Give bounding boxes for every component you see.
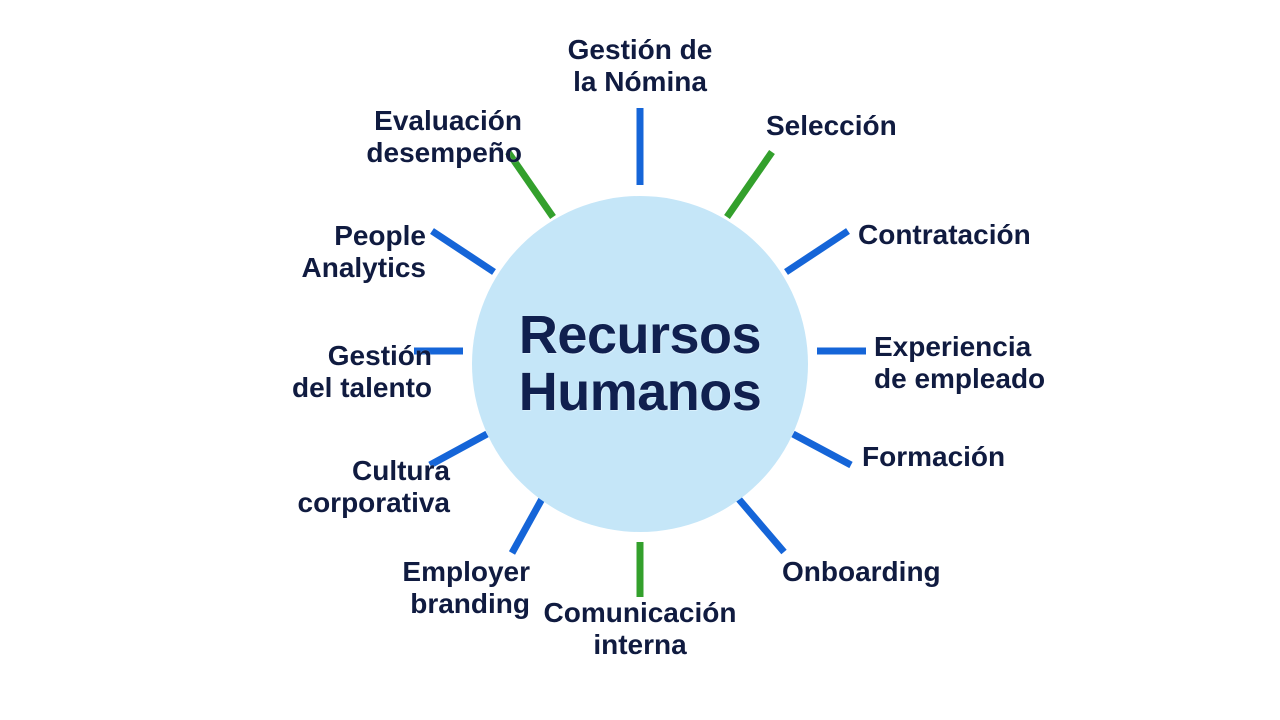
- spoke-seleccion: [724, 150, 775, 219]
- node-label-comunicacion-interna[interactable]: Comunicación interna: [543, 597, 737, 660]
- spoke-cultura-corporativa: [428, 430, 489, 469]
- center-node[interactable]: Recursos Humanos: [472, 196, 808, 532]
- spoke-evaluacion-desempeno: [505, 150, 556, 219]
- spoke-people-analytics: [430, 228, 496, 275]
- center-node-label: Recursos Humanos: [518, 304, 762, 422]
- node-label-employer-branding[interactable]: Employer branding: [402, 556, 530, 619]
- spoke-onboarding: [734, 494, 787, 555]
- node-label-contratacion[interactable]: Contratación: [858, 219, 1031, 250]
- node-label-gestion-del-talento[interactable]: Gestión del talento: [291, 340, 432, 403]
- node-label-gestion-de-la-nomina[interactable]: Gestión de la Nómina: [567, 34, 713, 97]
- node-label-seleccion[interactable]: Selección: [766, 110, 897, 141]
- spoke-contratacion: [784, 228, 850, 275]
- node-label-people-analytics[interactable]: People Analytics: [301, 220, 427, 283]
- node-label-onboarding[interactable]: Onboarding: [782, 556, 941, 587]
- node-label-cultura-corporativa[interactable]: Cultura corporativa: [297, 455, 451, 518]
- node-label-formacion[interactable]: Formación: [862, 441, 1006, 472]
- node-label-experiencia-de-empleado[interactable]: Experiencia de empleado: [874, 331, 1046, 394]
- node-label-evaluacion-desempeno[interactable]: Evaluación desempeño: [366, 105, 522, 168]
- spoke-formacion: [791, 430, 853, 469]
- spoke-employer-branding: [508, 495, 547, 555]
